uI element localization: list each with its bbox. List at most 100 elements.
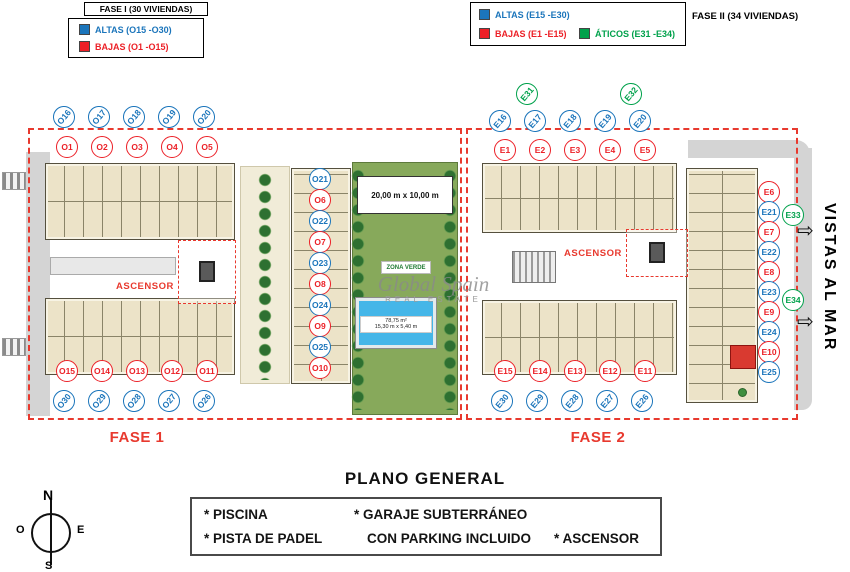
unit-label-E15: E15: [494, 360, 516, 382]
fase2-ascensor-box: [626, 229, 688, 277]
unit-label-E4: E4: [599, 139, 621, 161]
legend-fase1-bajas-label: BAJAS (O1 -O15): [95, 41, 169, 52]
unit-label-E7: E7: [758, 221, 780, 243]
fase1-building-north: [45, 163, 235, 240]
unit-label-E2: E2: [529, 139, 551, 161]
altas-color-swatch: [479, 9, 490, 20]
unit-label-O5: O5: [196, 136, 218, 158]
unit-label-O1: O1: [56, 136, 78, 158]
fase1-ascensor-box: [178, 240, 236, 304]
unit-label-O2: O2: [91, 136, 113, 158]
features-box: * PISCINA * GARAJE SUBTERRÁNEO * PISTA D…: [190, 497, 662, 556]
feature-garaje: * GARAJE SUBTERRÁNEO: [354, 506, 528, 522]
unit-label-E10: E10: [758, 341, 780, 363]
vistas-al-mar-label: VISTAS AL MAR: [821, 203, 838, 352]
legend-fase1-altas-label: ALTAS (O15 -O30): [95, 24, 172, 35]
unit-label-O3: O3: [126, 136, 148, 158]
elevator-icon: [649, 242, 665, 263]
legend-fase2-aticos: ÁTICOS (E31 -E34): [579, 28, 675, 39]
unit-label-E6: E6: [758, 181, 780, 203]
unit-label-O23: O23: [309, 252, 331, 274]
unit-label-E13: E13: [564, 360, 586, 382]
feature-parking: CON PARKING INCLUIDO: [367, 531, 531, 547]
watermark-subtitle: REAL ESTATE: [385, 295, 482, 304]
site-plan: ASCENSOR 20,00 m x 10,00 m ZONA VERDE 78…: [2, 78, 838, 446]
fase2-utility-box: [730, 345, 756, 369]
feature-padel: * PISTA DE PADEL: [204, 531, 323, 547]
unit-label-E14: E14: [529, 360, 551, 382]
unit-label-E23: E23: [758, 281, 780, 303]
compass: N O E S: [16, 487, 88, 572]
unit-label-E32: E32: [615, 78, 647, 110]
feature-ascensor: * ASCENSOR: [554, 531, 640, 547]
pool-size-label: 15,30 m x 5,40 m: [374, 324, 418, 331]
altas-color-swatch: [79, 24, 90, 35]
plant-icon: [738, 388, 747, 397]
road-top-right: [688, 140, 810, 158]
padel-court: 20,00 m x 10,00 m: [357, 176, 453, 214]
unit-label-O15: O15: [56, 360, 78, 382]
tree-row: [442, 168, 458, 410]
page-title: PLANO GENERAL: [344, 469, 506, 488]
sea-view-arrow-icon: ⇨: [797, 220, 814, 242]
legend-fase2-bajas: BAJAS (E1 -E15): [479, 28, 567, 39]
unit-label-O6: O6: [309, 189, 331, 211]
unit-label-E11: E11: [634, 360, 656, 382]
unit-label-E5: E5: [634, 139, 656, 161]
legend-fase2-aticos-label: ÁTICOS (E31 -E34): [595, 28, 676, 39]
compass-north-label: N: [43, 487, 54, 503]
unit-label-O12: O12: [161, 360, 183, 382]
fase1-access-corridor: [50, 257, 176, 275]
unit-label-E9: E9: [758, 301, 780, 323]
unit-label-O7: O7: [309, 231, 331, 253]
compass-west-label: O: [16, 524, 25, 536]
unit-label-O14: O14: [91, 360, 113, 382]
unit-label-E24: E24: [758, 321, 780, 343]
pool-area-label: 78,75 m²: [385, 318, 407, 324]
unit-label-E31: E31: [511, 78, 543, 110]
legend-fase2-bajas-label: BAJAS (E1 -E15): [495, 28, 567, 39]
fase1-ascensor-label: ASCENSOR: [116, 281, 174, 292]
bajas-color-swatch: [479, 28, 490, 39]
fase1-plot-boundary: [28, 128, 462, 420]
unit-label-O8: O8: [309, 273, 331, 295]
tree-row: [257, 172, 273, 380]
fase2-caption: FASE 2: [570, 429, 626, 446]
unit-label-E33: E33: [782, 204, 804, 226]
legend-fase1-title: FASE I (30 VIVIENDAS): [84, 2, 208, 16]
legend-fase2-box: ALTAS (E15 -E30) BAJAS (E1 -E15) ÁTICOS …: [470, 2, 686, 46]
fase2-stairs: [512, 251, 556, 283]
fase1-caption: FASE 1: [109, 429, 165, 446]
elevator-icon: [199, 261, 215, 282]
compass-east-label: E: [77, 524, 85, 536]
unit-label-E21: E21: [758, 201, 780, 223]
padel-dimensions-label: 20,00 m x 10,00 m: [371, 190, 439, 200]
unit-label-O13: O13: [126, 360, 148, 382]
watermark-brand: Global Spain: [377, 272, 490, 296]
unit-label-O11: O11: [196, 360, 218, 382]
unit-label-E22: E22: [758, 241, 780, 263]
legend-fase1-box: ALTAS (O15 -O30) BAJAS (O1 -O15): [68, 18, 204, 58]
compass-south-label: S: [45, 560, 53, 572]
unit-label-E8: E8: [758, 261, 780, 283]
unit-label-O4: O4: [161, 136, 183, 158]
unit-label-O24: O24: [309, 294, 331, 316]
unit-label-O25: O25: [309, 336, 331, 358]
tree-row: [350, 168, 366, 410]
legend-fase2-title: FASE II (34 VIVIENDAS): [692, 11, 799, 22]
legend-fase1-bajas: BAJAS (O1 -O15): [79, 41, 169, 52]
pool-dimensions-label: 78,75 m² 15,30 m x 5,40 m: [360, 316, 432, 333]
legend-fase2-altas-label: ALTAS (E15 -E30): [495, 9, 570, 20]
legend-fase2-altas: ALTAS (E15 -E30): [479, 9, 570, 20]
unit-label-E3: E3: [564, 139, 586, 161]
unit-label-E1: E1: [494, 139, 516, 161]
watermark: Global Spain REAL ESTATE: [346, 272, 521, 304]
unit-label-O10: O10: [309, 357, 331, 379]
legend-fase1-altas: ALTAS (O15 -O30): [79, 24, 172, 35]
crosswalk: [2, 172, 26, 190]
unit-label-O22: O22: [309, 210, 331, 232]
unit-label-O9: O9: [309, 315, 331, 337]
sea-view-arrow-icon: ⇨: [797, 311, 814, 333]
compass-circle-icon: [31, 513, 71, 553]
